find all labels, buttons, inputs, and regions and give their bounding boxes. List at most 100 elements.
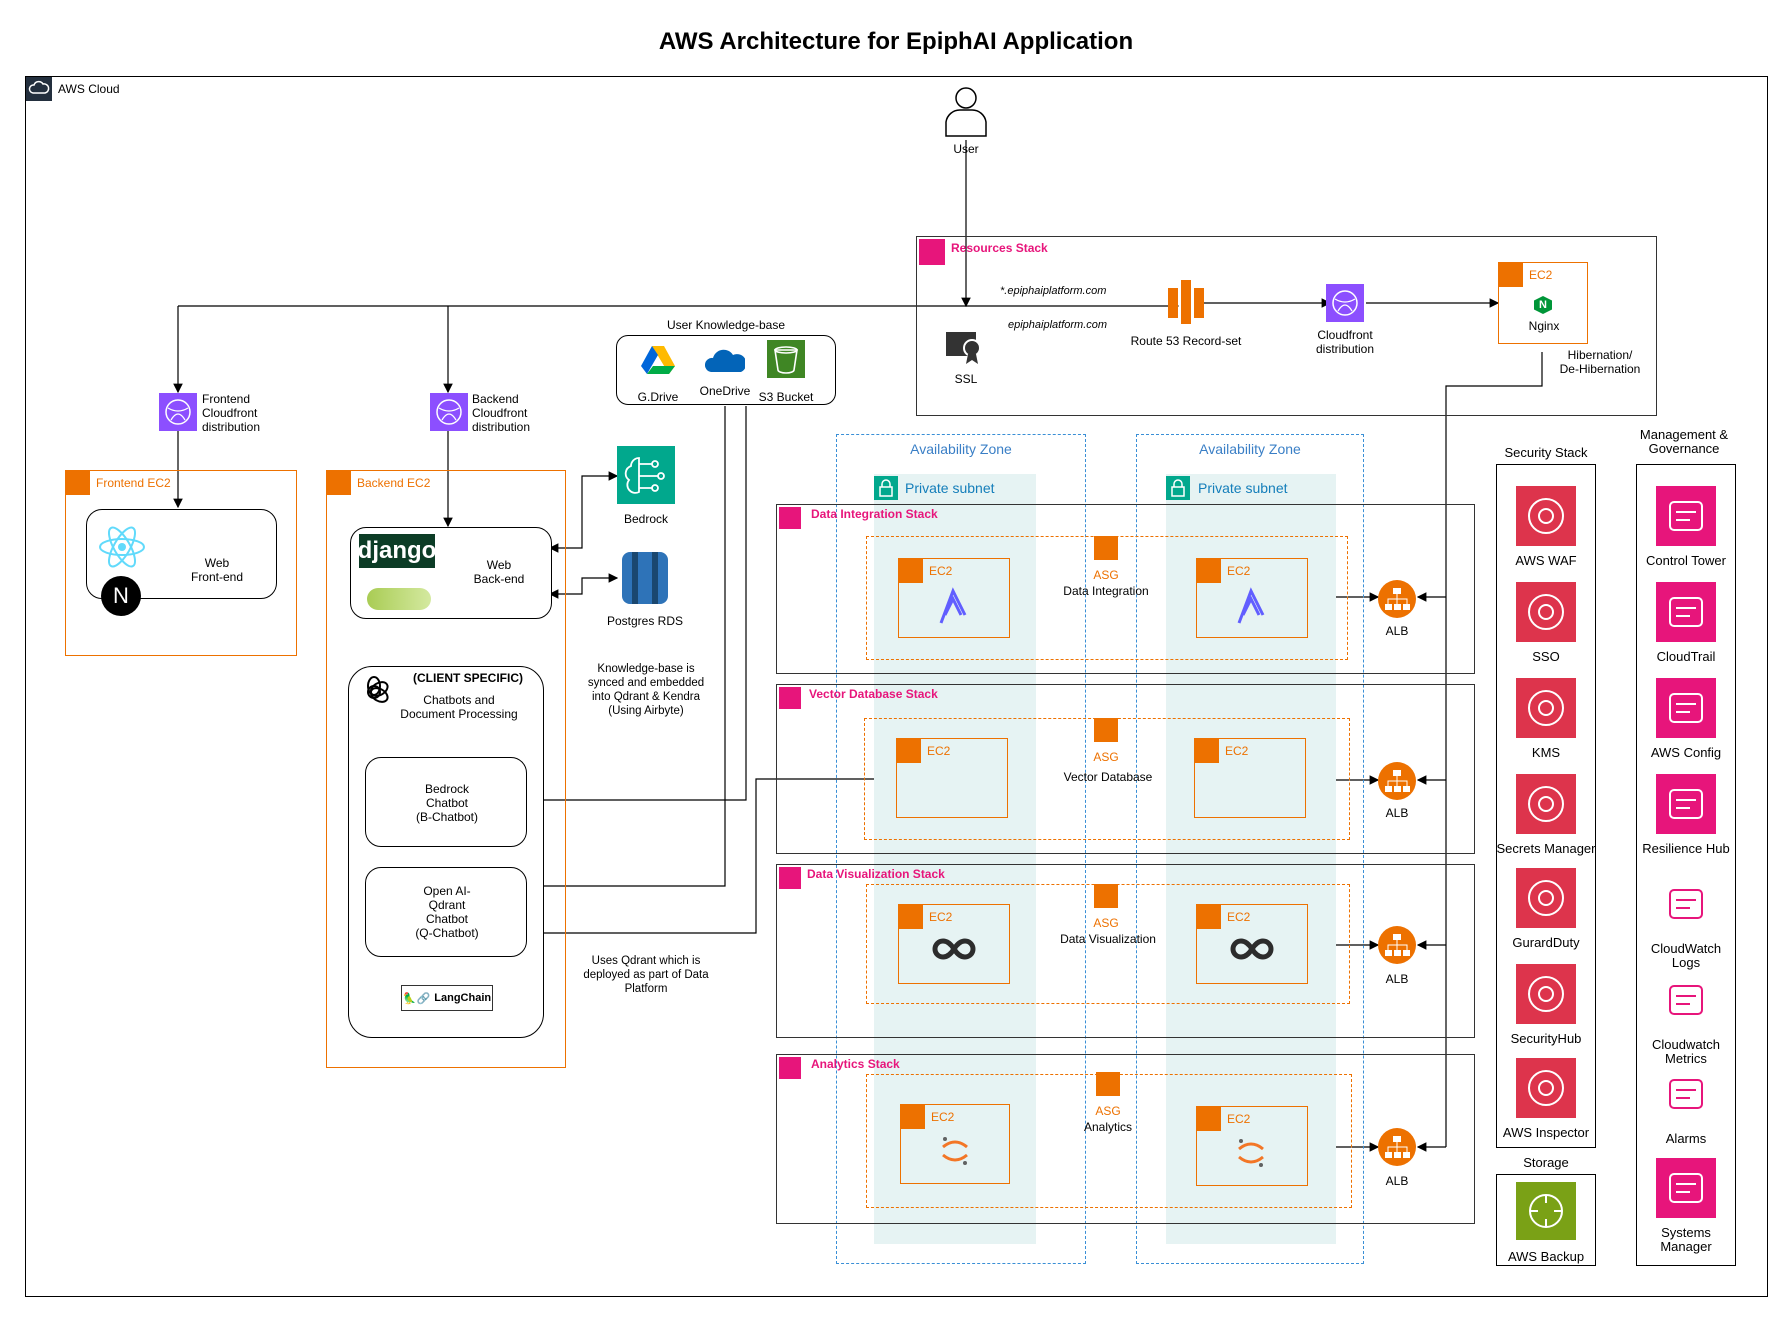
control-tower-icon: [1656, 486, 1716, 546]
securityhub-label: SecurityHub: [1510, 1031, 1582, 1046]
cloudfront-icon: [1326, 284, 1364, 322]
resilience-hub-label: Resilience Hub: [1642, 841, 1730, 856]
jupyter-icon: [937, 1133, 973, 1169]
sso-icon: [1516, 582, 1576, 642]
frontend-ec2: Frontend EC2 N Web Front-end: [65, 470, 297, 656]
aws-cloud-container: AWS Cloud: [25, 76, 1768, 1297]
systems-manager-icon: [1656, 1158, 1716, 1218]
management-panel: [1636, 464, 1736, 1266]
data-visualization-stack: Data Visualization Stack: [776, 864, 1475, 1038]
alarms-label: Alarms: [1665, 1131, 1707, 1146]
storage-panel: [1496, 1174, 1596, 1266]
sync-note: Knowledge-base is synced and embedded in…: [587, 663, 705, 717]
hibernation-label: Hibernation/ De-Hibernation: [1559, 348, 1641, 376]
backend-cloudfront-label: Backend Cloudfront distribution: [472, 392, 531, 434]
cloudwatch-metrics-label: Cloudwatch Metrics: [1652, 1037, 1720, 1066]
ec2-icon: [1499, 263, 1523, 287]
security-stack-panel: [1496, 464, 1596, 1148]
alarms-icon: [1656, 1064, 1716, 1124]
nginx-ec2: EC2 N Nginx: [1498, 262, 1588, 344]
aws-inspector-label: AWS Inspector: [1502, 1125, 1590, 1140]
nginx-label: Nginx: [1528, 319, 1560, 333]
nextjs-icon: N: [101, 576, 141, 616]
ec2-data-visualization-1: EC2: [898, 904, 1010, 984]
vector-database-stack: Vector Database Stack: [776, 684, 1475, 854]
aws-backup-label: AWS Backup: [1507, 1249, 1585, 1264]
aws-config-label: AWS Config: [1650, 745, 1722, 760]
asg-icon: [1096, 1072, 1120, 1096]
data-integration-stack: Data Integration Stack: [776, 504, 1475, 674]
google-drive-icon: [641, 344, 675, 374]
openai-icon: [357, 675, 391, 709]
airbyte-icon: [1229, 585, 1273, 629]
nginx-icon: N: [1534, 296, 1552, 314]
resilience-hub-icon: [1656, 774, 1716, 834]
route53-label: Route 53 Record-set: [1130, 334, 1242, 348]
django-logo: django: [358, 534, 436, 568]
user-icon: [944, 84, 988, 138]
ssl-certificate-icon: [944, 326, 984, 364]
aws-cloud-label: AWS Cloud: [58, 82, 120, 96]
chatbots-panel: (CLIENT SPECIFIC) Chatbots and Document …: [348, 666, 544, 1038]
aws-inspector-icon: [1516, 1058, 1576, 1118]
cloudwatch-logs-label: CloudWatch Logs: [1650, 941, 1722, 970]
backend-ec2: Backend EC2: [326, 470, 566, 1068]
alb-icon: [1378, 580, 1416, 618]
aws-cloud-icon: [26, 77, 52, 101]
ec2-vector-database-2: EC2: [1194, 738, 1306, 818]
storage-title: Storage: [1523, 1155, 1569, 1170]
backend-cloudfront-icon: [430, 393, 468, 431]
private-subnet-label-2: Private subnet: [1198, 480, 1288, 496]
ec2-data-visualization-2: EC2: [1196, 904, 1308, 984]
ssl-label: SSL: [954, 372, 978, 386]
metabase-icon: [929, 935, 979, 963]
chatbots-label: Chatbots and Document Processing: [400, 693, 518, 721]
systems-manager-label: Systems Manager: [1660, 1225, 1712, 1254]
web-frontend-label: Web Front-end: [190, 556, 244, 584]
cloudfront-label: Cloudfront distribution: [1315, 328, 1375, 356]
control-tower-label: Control Tower: [1646, 553, 1726, 568]
ec2-icon: [66, 471, 90, 495]
resources-stack: Resources Stack: [916, 236, 1657, 416]
asg-icon: [1094, 536, 1118, 560]
web-backend-label: Web Back-end: [473, 558, 525, 586]
alb-icon: [1378, 1128, 1416, 1166]
secrets-manager-icon: [1516, 774, 1576, 834]
cloudtrail-icon: [1656, 582, 1716, 642]
aws-config-icon: [1656, 678, 1716, 738]
cloudwatch-logs-icon: [1656, 874, 1716, 934]
ec2-vector-database-1: EC2: [896, 738, 1008, 818]
lock-icon: [874, 476, 898, 500]
cloudtrail-label: CloudTrail: [1656, 649, 1716, 664]
private-subnet-label-1: Private subnet: [905, 480, 995, 496]
qdrant-note: Uses Qdrant which is deployed as part of…: [583, 955, 709, 995]
postgres-rds-icon: [614, 548, 676, 608]
analytics-stack: Analytics Stack: [776, 1054, 1475, 1224]
frontend-cloudfront-label: Frontend Cloudfront distribution: [202, 392, 261, 434]
diagram-title: AWS Architecture for EpiphAI Application: [658, 28, 1134, 55]
celery-icon: [367, 588, 431, 610]
jupyter-icon: [1233, 1135, 1269, 1171]
langchain-icon: 🦜🔗: [402, 992, 431, 1005]
alb-icon: [1378, 926, 1416, 964]
gurardduty-label: GurardDuty: [1512, 935, 1580, 950]
metabase-icon: [1227, 935, 1277, 963]
frontend-cloudfront-icon: [159, 393, 197, 431]
sso-label: SSO: [1532, 649, 1560, 664]
alb-icon: [1378, 762, 1416, 800]
qdrant-chatbot: Open AI- Qdrant Chatbot (Q-Chatbot): [365, 867, 527, 957]
aws-backup-icon: [1516, 1182, 1576, 1240]
ec2-data-integration-1: EC2: [898, 558, 1010, 638]
ec2-icon: [327, 471, 351, 495]
aws-waf-icon: [1516, 486, 1576, 546]
web-backend: django Web Back-end: [350, 527, 552, 619]
gurardduty-icon: [1516, 868, 1576, 928]
ec2-data-integration-2: EC2: [1196, 558, 1308, 638]
s3-bucket-icon: [767, 340, 805, 378]
secrets-manager-label: Secrets Manager: [1496, 841, 1596, 856]
langchain-badge: 🦜🔗LangChain: [401, 985, 493, 1011]
route53-icon: [1164, 278, 1208, 326]
onedrive-icon: [704, 348, 747, 374]
availability-zone-1: Availability Zone: [836, 434, 1086, 1264]
knowledge-base-panel: G.Drive OneDrive S3 Bucket: [616, 335, 836, 405]
